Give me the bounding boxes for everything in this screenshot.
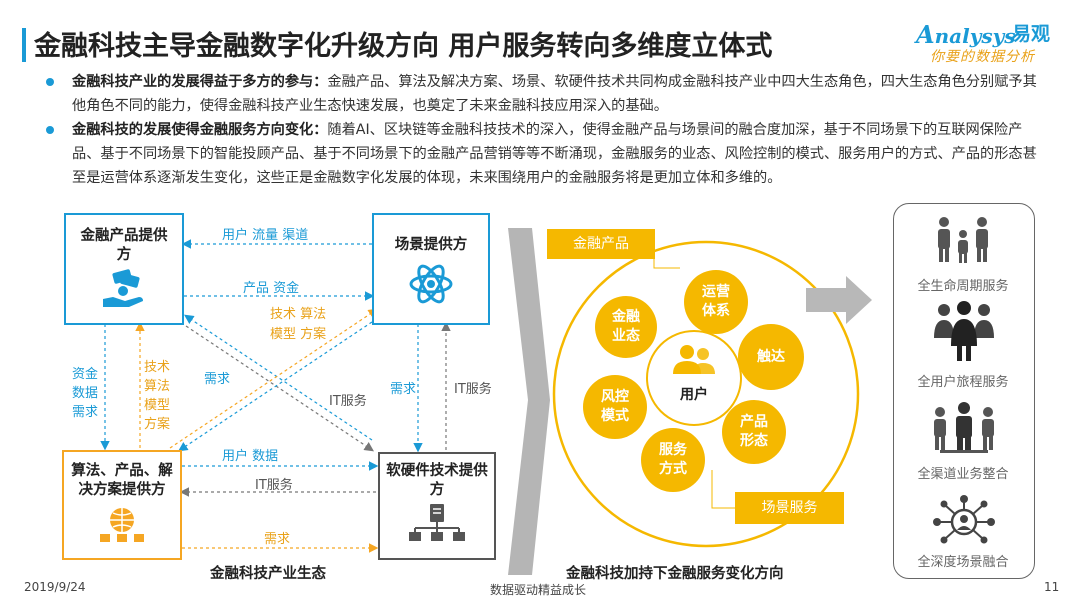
label-line: 模型 [144, 398, 171, 413]
label-line: 算法 [144, 379, 171, 394]
bullet-2-lead: 金融科技的发展使得金融服务方向变化： [72, 122, 328, 138]
logo-slogan: 你要的数据分析 [930, 49, 1035, 65]
services-panel [893, 203, 1035, 579]
bullet-1-text: 金融产品、算法及解决方案、场景、软硬件技术共同构成金融科技产业中四大生态角色，四… [72, 74, 1037, 114]
label-products-funds: 产品 资金 [243, 281, 300, 296]
circle-service-mode: 服务方式 [641, 428, 705, 492]
logo-chinese: 易观 [1012, 23, 1051, 45]
separator-chevron [508, 228, 550, 575]
label-it-service-right: IT服务 [454, 382, 492, 397]
footer-slogan: 数据驱动精益成长 [490, 583, 587, 597]
label-it-service-center: IT服务 [329, 394, 367, 409]
label-users-data: 用户 数据 [222, 449, 279, 464]
bullet-2: 金融科技的发展使得金融服务方向变化：随着AI、区块链等金融科技技术的深入，使得金… [46, 118, 1048, 190]
transformation-caption: 金融科技加持下金融服务变化方向 [566, 566, 784, 582]
circle-risk-control: 风控模式 [583, 375, 647, 439]
users-icon [673, 345, 715, 374]
logo-english: Analysys [916, 20, 1015, 49]
bullet-1-lead: 金融科技产业的发展得益于多方的参与： [72, 74, 328, 90]
box-label: 场景提供方 [394, 237, 468, 253]
algorithm-solution-provider-box: 算法、产品、解决方案提供方 [62, 450, 182, 560]
label-tech-algo: 技术 算法 [270, 307, 327, 322]
bullet-dot [46, 126, 54, 134]
hardware-software-provider-box: 软硬件技术提供方 [378, 452, 496, 560]
brand-logo: Analysys 易观 你要的数据分析 [916, 20, 1066, 72]
circle-label: 触达 [757, 349, 785, 365]
logo-rest: nalysys [934, 24, 1016, 48]
label-demand-right: 需求 [390, 382, 417, 397]
financial-product-provider-box: 金融产品提供方 [64, 213, 184, 325]
label-demand-center: 需求 [204, 372, 231, 387]
service-label: 全用户旅程服务 [917, 375, 1009, 390]
circle-product-form: 产品形态 [722, 400, 786, 464]
ecosystem-caption: 金融科技产业生态 [210, 566, 326, 582]
label-it-service-bottom: IT服务 [255, 478, 293, 493]
label-line: 需求 [72, 405, 99, 420]
label-users-traffic-channels: 用户 流量 渠道 [222, 228, 309, 243]
business-group-icon [934, 301, 994, 361]
label-tech-algo-model-solution: 技术 算法 模型 方案 [144, 358, 170, 434]
service-arrow [806, 276, 872, 324]
service-label: 全深度场景融合 [917, 555, 1009, 570]
center-user-circle: 用户 [646, 330, 742, 426]
scenario-provider-box: 场景提供方 [372, 213, 490, 325]
center-user-label: 用户 [680, 387, 708, 403]
service-label: 全生命周期服务 [917, 279, 1009, 294]
box-label: 软硬件技术提供方 [386, 463, 488, 498]
label-line: 数据 [72, 386, 99, 401]
server-network-icon [409, 504, 465, 541]
team-icon [934, 402, 994, 453]
bullet-2-text: 随着AI、区块链等金融科技技术的深入，使得金融产品与场景间的融合度加深，基于不同… [72, 122, 1037, 186]
circle-label: 服务方式 [659, 442, 687, 477]
label-line: 技术 [144, 360, 171, 375]
logo-initial: A [916, 20, 935, 49]
circle-operation-system: 运营体系 [684, 270, 748, 334]
title-accent-bar [22, 28, 26, 62]
circle-label: 产品形态 [740, 414, 768, 449]
page-title: 金融科技主导金融数字化升级方向 用户服务转向多维度立体式 [34, 31, 773, 62]
circle-label: 运营体系 [702, 284, 730, 319]
label-funds-data-demand: 资金 数据 需求 [72, 365, 98, 422]
hand-money-icon [103, 269, 143, 307]
circle-reach: 触达 [738, 324, 804, 390]
label-line: 资金 [72, 367, 99, 382]
tag-financial-product: 金融产品 [547, 229, 655, 259]
service-label: 全渠道业务整合 [917, 467, 1009, 482]
family-icon [938, 217, 988, 263]
circle-financial-format: 金融业态 [595, 296, 657, 358]
box-label: 算法、产品、解决方案提供方 [71, 463, 173, 498]
bullet-1: 金融科技产业的发展得益于多方的参与：金融产品、算法及解决方案、场景、软硬件技术共… [46, 70, 1048, 118]
atom-icon [409, 264, 453, 304]
globe-network-icon [100, 508, 144, 542]
label-line: 方案 [144, 417, 171, 432]
label-demand-bottom: 需求 [264, 532, 291, 547]
page-number: 11 [1044, 580, 1060, 594]
circle-label: 金融业态 [612, 309, 640, 344]
bullet-dot [46, 78, 54, 86]
label-model-solution: 模型 方案 [270, 327, 327, 342]
box-label: 金融产品提供方 [80, 228, 168, 263]
circle-label: 风控模式 [601, 389, 629, 424]
footer-date: 2019/9/24 [24, 580, 86, 594]
tag-scenario-service: 场景服务 [735, 492, 844, 524]
summary-bullets: 金融科技产业的发展得益于多方的参与：金融产品、算法及解决方案、场景、软硬件技术共… [46, 70, 1048, 190]
network-icon [933, 495, 995, 544]
